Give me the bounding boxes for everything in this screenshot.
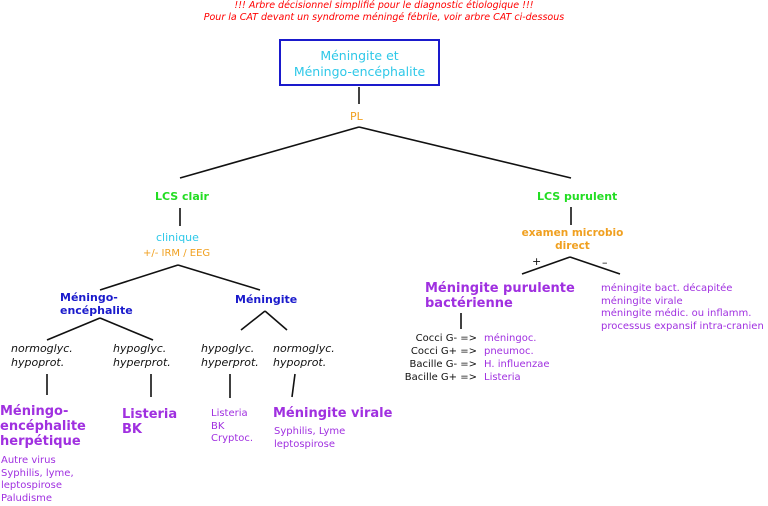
connector-pl-clair — [179, 126, 360, 179]
hypoglyc-right: hypoglyc. hyperprot. — [201, 342, 259, 370]
germ-left-4: Bacille G+ => — [404, 372, 477, 383]
meningite-bacterienne-title: Méningite purulente bactérienne — [425, 281, 575, 311]
positive-sign: + — [532, 255, 542, 268]
germ-right-1: méningoc. — [484, 333, 537, 344]
root-title: Méningite et Méningo-encéphalite — [293, 48, 426, 79]
meningite-virale-list: Syphilis, Lyme leptospirose — [274, 426, 346, 450]
connector-examen-bacterienne — [521, 256, 571, 275]
connector-meningo-normo — [46, 317, 101, 341]
negative-result-list: méningite bact. décapitée méningite vira… — [601, 283, 764, 332]
meningo-herpetique-list: Autre virus Syphilis, lyme, leptospirose… — [1, 455, 74, 504]
pl-label: PL — [350, 110, 363, 123]
germ-right-4: Listeria — [484, 372, 521, 383]
connector-pl-purulent — [358, 126, 572, 179]
connector-meningo-hypo — [99, 317, 154, 341]
root-node: Méningite et Méningo-encéphalite — [279, 39, 440, 86]
listeria-bk-list: Listeria BK Cryptoc. — [211, 408, 254, 444]
connector-examen-negative — [569, 256, 621, 275]
germ-right-2: pneumoc. — [484, 346, 534, 357]
meningo-encephalite-node: Méningo- encéphalite — [60, 291, 133, 318]
meningite-node: Méningite — [235, 293, 298, 306]
connector-irm-meningite — [177, 264, 261, 291]
normoglyc-left: normoglyc. hypoprot. — [11, 342, 73, 370]
lcs-clair-label: LCS clair — [155, 190, 209, 203]
germ-left-1: Cocci G- => — [415, 333, 477, 344]
connector-irm-meningo — [99, 264, 179, 291]
negative-sign: – — [602, 256, 608, 269]
hypoglyc-left: hypoglyc. hyperprot. — [113, 342, 171, 370]
connector-meningite-hypo — [240, 310, 266, 331]
meningo-herpetique-title: Méningo- encéphalite herpétique — [0, 404, 86, 449]
meningite-virale-title: Méningite virale — [273, 406, 393, 421]
germ-left-2: Cocci G+ => — [410, 346, 477, 357]
header-line-1: !!! Arbre décisionnel simplifié pour le … — [234, 0, 534, 11]
connector-normo-virale — [291, 373, 296, 398]
germ-left-3: Bacille G- => — [409, 359, 477, 370]
listeria-bk-title: Listeria BK — [122, 407, 178, 437]
germ-right-3: H. influenzae — [484, 359, 550, 370]
examen-microbio-label: examen microbio direct — [521, 227, 624, 252]
clinique-label: clinique — [156, 231, 199, 244]
lcs-purulent-label: LCS purulent — [537, 190, 618, 203]
connector-meningite-normo — [264, 310, 288, 331]
header-line-2: Pour la CAT devant un syndrome méningé f… — [203, 12, 565, 23]
irm-eeg-label: +/- IRM / EEG — [143, 248, 211, 259]
normoglyc-right: normoglyc. hypoprot. — [273, 342, 335, 370]
